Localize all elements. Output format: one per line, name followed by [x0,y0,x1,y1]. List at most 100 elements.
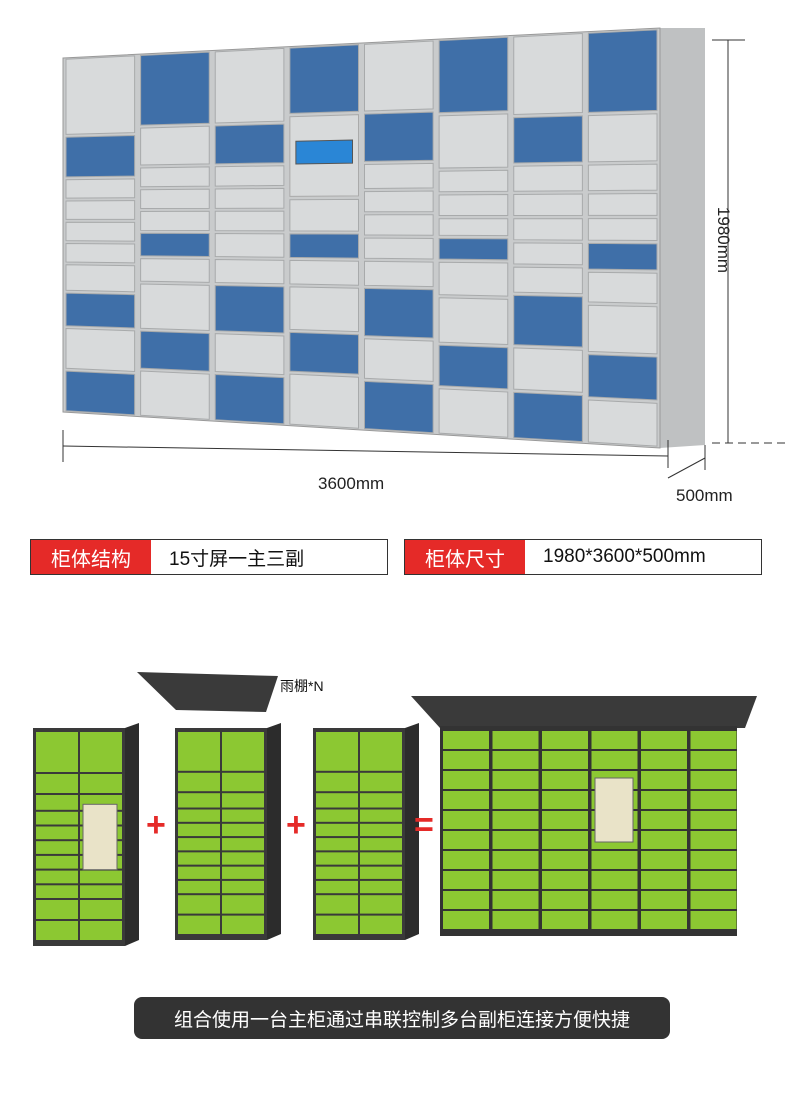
spec-label: 柜体尺寸 [405,540,525,574]
locker-door [542,771,588,789]
locker-door [513,347,583,393]
equals-sign: = [414,806,434,844]
locker-door [140,283,210,332]
spec-label: 柜体结构 [31,540,151,574]
locker-door [492,771,539,789]
canopy-label: 雨棚*N [280,678,324,694]
locker-door [222,880,264,894]
locker-door [492,791,539,809]
locker-door [690,771,737,789]
locker-door [443,831,489,849]
locker-door [443,791,489,809]
locker-door [591,751,638,769]
locker-door [587,304,658,355]
locker-door [438,388,509,438]
locker-door [289,331,359,375]
locker-door [178,915,220,934]
locker-door [690,871,737,889]
locker-door [443,871,489,889]
locker-door [178,838,220,851]
locker-door [587,113,658,163]
locker-door [641,771,687,789]
locker-door [443,891,489,909]
locker-door [316,793,358,808]
locker-door [587,354,658,401]
locker-door [316,772,358,792]
cabinet-side [405,723,419,940]
locker-door [36,732,78,772]
locker-door [178,809,220,822]
locker-door [513,218,583,241]
locker-door [542,851,588,869]
locker-door [591,911,638,929]
locker-door [140,330,210,372]
locker-door [214,123,285,165]
locker-door [140,125,210,166]
locker-door [316,823,358,837]
locker-door [36,900,78,919]
locker-door [591,871,638,889]
locker-door [513,266,583,295]
locker-door [289,286,359,333]
locker-door [542,811,588,829]
locker-door [360,809,402,822]
locker-door [690,891,737,909]
locker-door [364,338,434,382]
locker-door [360,866,402,879]
locker-door [690,791,737,809]
locker-door [214,258,285,285]
locker-door [364,287,434,339]
spec-value: 1980*3600*500mm [543,546,706,567]
locker-door [360,880,402,894]
locker-door [690,751,737,769]
locker-door [65,264,136,293]
locker-door [364,162,434,189]
locker-door [140,258,210,283]
locker-door [316,852,358,865]
locker-door [360,895,402,914]
locker-door [364,237,434,260]
locker-door [690,811,737,829]
locker-door [214,165,285,187]
locker-door [542,911,588,929]
locker-door [443,751,489,769]
locker-door [492,811,539,829]
locker-door [438,193,509,217]
locker-door [641,911,687,929]
locker-door [289,373,359,429]
locker-door [690,731,737,749]
depth-dimension: 500mm [676,486,733,505]
locker-door [140,210,210,232]
locker-door [513,391,583,443]
locker-door [641,791,687,809]
locker-door [513,242,583,266]
locker-door [438,261,509,297]
locker-door [80,732,122,772]
locker-door [316,838,358,851]
locker-door [140,232,210,257]
locker-door [178,772,220,792]
locker-door [360,732,402,771]
locker-door [80,885,122,898]
locker-door [140,166,210,188]
locker-door [178,866,220,879]
locker-door [492,911,539,929]
locker-door [364,214,434,236]
locker-door [214,284,285,334]
locker-door [65,243,136,264]
locker-door [289,259,359,286]
locker-door [222,895,264,914]
locker-door [214,187,285,209]
spec-structure: 柜体结构 15寸屏一主三副 [30,539,388,575]
locker-door [542,831,588,849]
locker-door [542,731,588,749]
combination-banner: 组合使用一台主柜通过串联控制多台副柜连接方便快捷 [134,997,670,1039]
locker-door [36,855,78,869]
touch-screen [82,803,118,871]
locker-door [641,831,687,849]
locker-door [443,811,489,829]
locker-door [443,851,489,869]
locker-door [438,169,509,193]
locker-door [222,823,264,837]
locker-door [443,771,489,789]
